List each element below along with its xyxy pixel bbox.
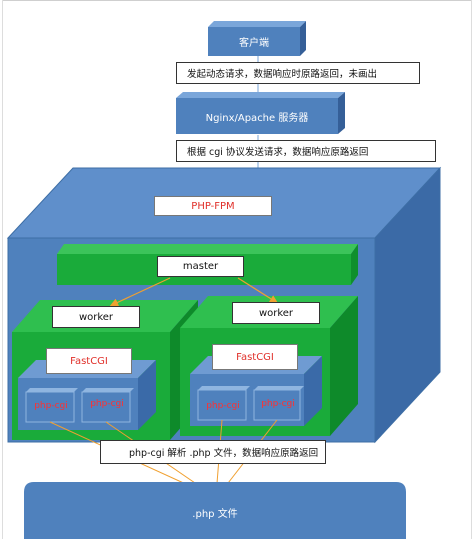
phpfpm-label-box: PHP-FPM [154, 196, 272, 216]
worker-left-label: worker [78, 311, 114, 323]
cgi-box-4 [253, 389, 301, 421]
client-box: 客户端 [208, 27, 300, 56]
cgi-box-1 [25, 391, 75, 423]
php-file-label: .php 文件 [192, 508, 238, 520]
cgi-right-2: php-cgi [254, 396, 302, 412]
cgi-left-1: php-cgi [26, 398, 76, 414]
worker-right-label: worker [258, 307, 294, 319]
server-box-top [176, 92, 345, 98]
worker-right-inner-side [304, 356, 322, 426]
note-parse-text: php-cgi 解析 .php 文件，数据响应原路返回 [129, 448, 319, 459]
worker-left-label-box: worker [52, 306, 140, 328]
page-edge-right [471, 0, 472, 539]
page-edge-top [2, 0, 472, 1]
page-edge-left [2, 0, 3, 539]
note-parse: php-cgi 解析 .php 文件，数据响应原路返回 [100, 440, 326, 464]
cgi-right-2-label: php-cgi [261, 399, 295, 409]
php-file-shape [24, 482, 406, 539]
cgi-right-1: php-cgi [198, 398, 248, 414]
note-cgi-text: 根据 cgi 协议发送请求，数据响应原路返回 [187, 147, 369, 158]
fastcgi-right-label: FastCGI [236, 351, 274, 363]
php-file-label-box: .php 文件 [24, 500, 406, 524]
master-bar-top [57, 244, 358, 254]
note-request: 发起动态请求，数据响应时原路返回，未画出 [176, 62, 420, 84]
master-bar-side [351, 244, 358, 285]
cgi-box-1-top [26, 388, 78, 392]
arrow-master-worker-left [109, 277, 171, 307]
fastcgi-right-box: FastCGI [212, 344, 298, 370]
cgi-box-2-top [82, 388, 134, 392]
phpfpm-label: PHP-FPM [191, 200, 235, 212]
cgi-left-1-label: php-cgi [34, 401, 68, 411]
server-box: Nginx/Apache 服务器 [176, 98, 338, 134]
cgi-left-2-label: php-cgi [90, 399, 124, 409]
cgi-box-2 [81, 391, 131, 423]
client-label: 客户端 [239, 38, 269, 49]
cgi-box-3 [197, 389, 247, 421]
master-label-box: master [157, 256, 244, 277]
master-label: master [182, 261, 219, 272]
server-label: Nginx/Apache 服务器 [205, 112, 309, 124]
client-box-side [300, 21, 306, 56]
server-box-side [338, 92, 345, 134]
worker-left-inner-side [138, 360, 156, 430]
note-cgi: 根据 cgi 协议发送请求，数据响应原路返回 [176, 140, 436, 162]
client-box-top [208, 21, 306, 27]
worker-right-side [330, 296, 358, 436]
cgi-right-1-label: php-cgi [206, 401, 240, 411]
note-request-text: 发起动态请求，数据响应时原路返回，未画出 [187, 69, 378, 80]
fastcgi-left-box: FastCGI [46, 348, 132, 374]
fastcgi-left-label: FastCGI [70, 355, 108, 367]
cgi-box-4-top [254, 386, 304, 390]
arrow-master-worker-right [237, 277, 279, 304]
cgi-box-3-top [198, 386, 250, 390]
cgi-left-2: php-cgi [82, 396, 132, 412]
worker-right-label-box: worker [232, 302, 320, 324]
